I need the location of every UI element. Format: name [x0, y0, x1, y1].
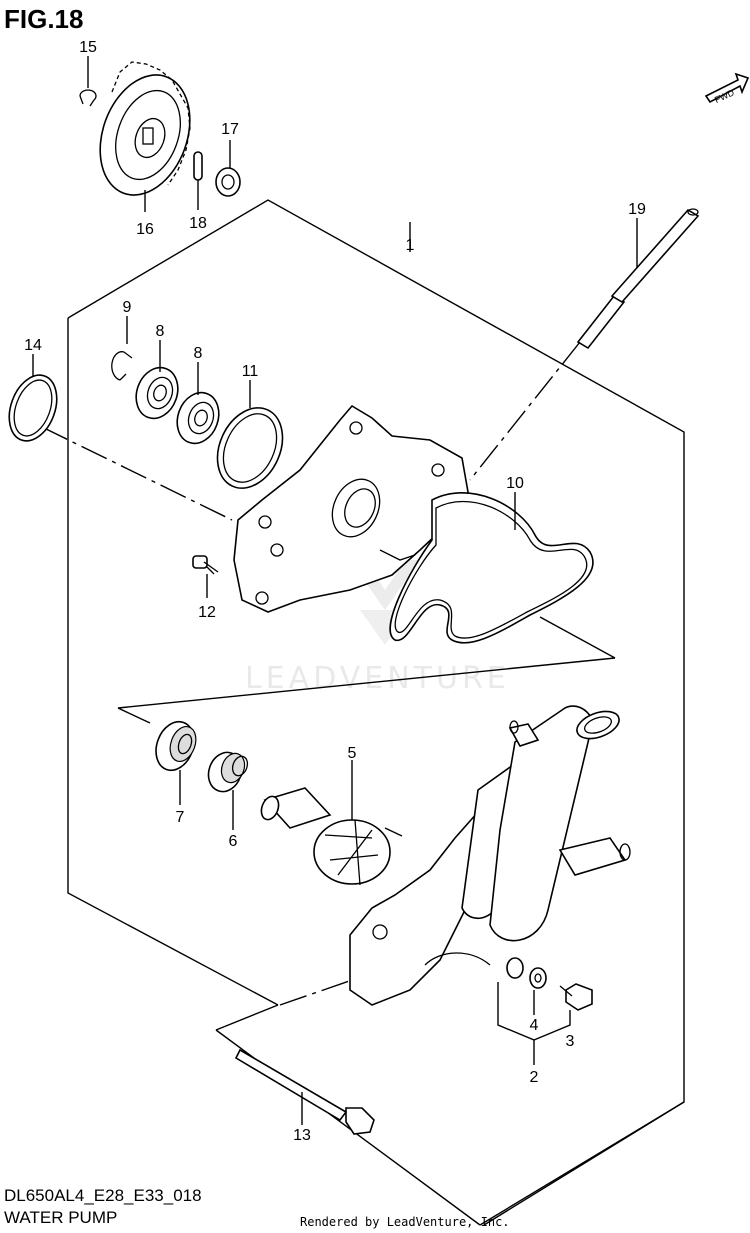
callout-1: 1 — [406, 237, 415, 254]
callout-5: 5 — [348, 745, 357, 762]
callout-19: 19 — [628, 201, 646, 218]
circlip-icon — [79, 89, 97, 107]
washer-small-icon — [529, 967, 547, 989]
callout-2: 2 — [530, 1069, 539, 1086]
bearing-1-icon — [135, 366, 179, 420]
gasket-icon — [389, 492, 594, 644]
callout-6: 6 — [229, 833, 238, 850]
callout-13: 13 — [293, 1127, 311, 1144]
washer-icon — [215, 167, 241, 197]
callout-17: 17 — [221, 121, 239, 138]
model-code: DL650AL4_E28_E33_018 — [4, 1186, 202, 1205]
pump-cover-icon — [233, 404, 469, 613]
callout-14: 14 — [24, 337, 42, 354]
bearing-2-icon — [176, 391, 220, 445]
callout-4: 4 — [530, 1017, 539, 1034]
callout-18: 18 — [189, 215, 207, 232]
oil-seal-icon — [155, 720, 197, 772]
bolt-medium-icon — [559, 983, 593, 1011]
callout-9: 9 — [123, 299, 132, 316]
callout-10: 10 — [506, 475, 524, 492]
callout-12: 12 — [198, 604, 216, 621]
hose-icon — [576, 208, 700, 350]
impeller-icon — [260, 787, 403, 886]
rendered-credit: Rendered by LeadVenture, Inc. — [300, 1215, 510, 1229]
callout-8-b: 8 — [194, 345, 203, 362]
bolt-small-icon — [192, 555, 219, 575]
callout-7: 7 — [176, 809, 185, 826]
callout-11: 11 — [242, 363, 259, 380]
callout-15: 15 — [79, 39, 97, 56]
gear-icon — [99, 61, 191, 196]
fwd-arrow-icon: FWD — [704, 72, 750, 105]
pump-case-icon — [349, 705, 631, 1006]
figure-title: FIG.18 — [4, 4, 84, 34]
o-ring-large-icon — [8, 374, 58, 442]
callout-8-a: 8 — [156, 323, 165, 340]
bolt-long-icon — [234, 1048, 375, 1135]
diagram-name: WATER PUMP — [4, 1208, 118, 1227]
callout-3: 3 — [566, 1033, 575, 1050]
clip-icon — [111, 351, 133, 381]
leader-lines — [32, 56, 638, 1125]
callout-16: 16 — [136, 221, 154, 238]
mechanical-seal-icon — [207, 751, 249, 793]
pin-icon — [193, 151, 203, 181]
